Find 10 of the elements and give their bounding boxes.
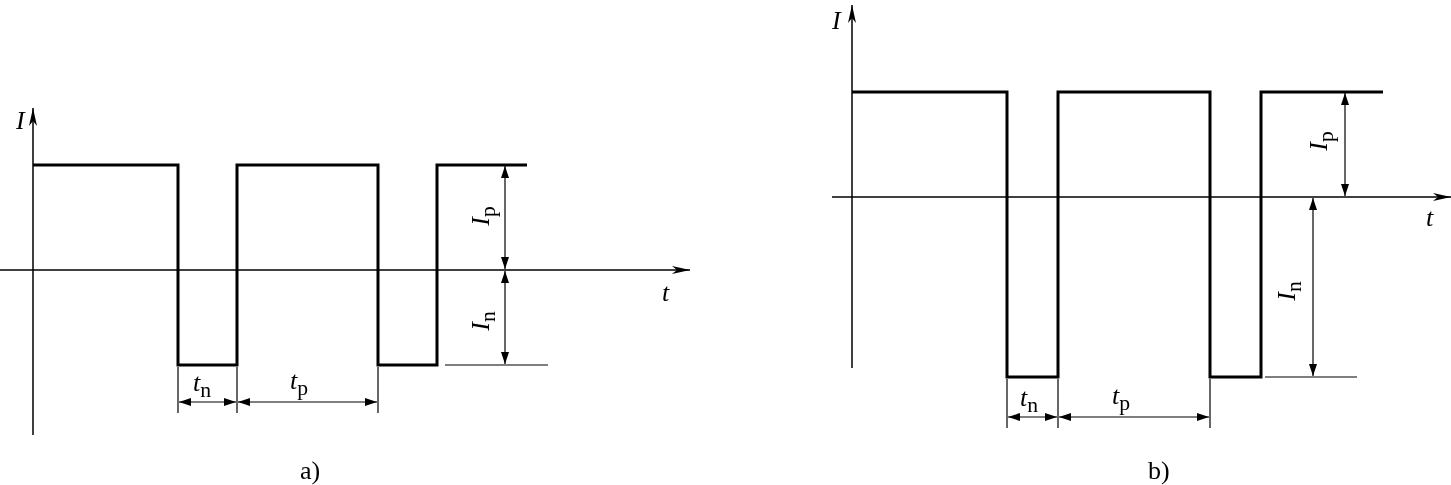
dimension-label: t$_{n}$ (1020, 385, 1039, 417)
dimension-label: t$_{p}$ (1112, 383, 1131, 415)
dimension-label: t$_{p}$ (290, 368, 309, 400)
dimension-label: t$_{n}$ (193, 370, 212, 402)
axis-label: t (662, 280, 670, 306)
axis-label: t (1426, 205, 1434, 231)
axis-label: I (16, 108, 25, 134)
panel-label: b) (1148, 458, 1170, 484)
axis-label: I (832, 8, 841, 34)
panel-label: a) (300, 458, 321, 484)
